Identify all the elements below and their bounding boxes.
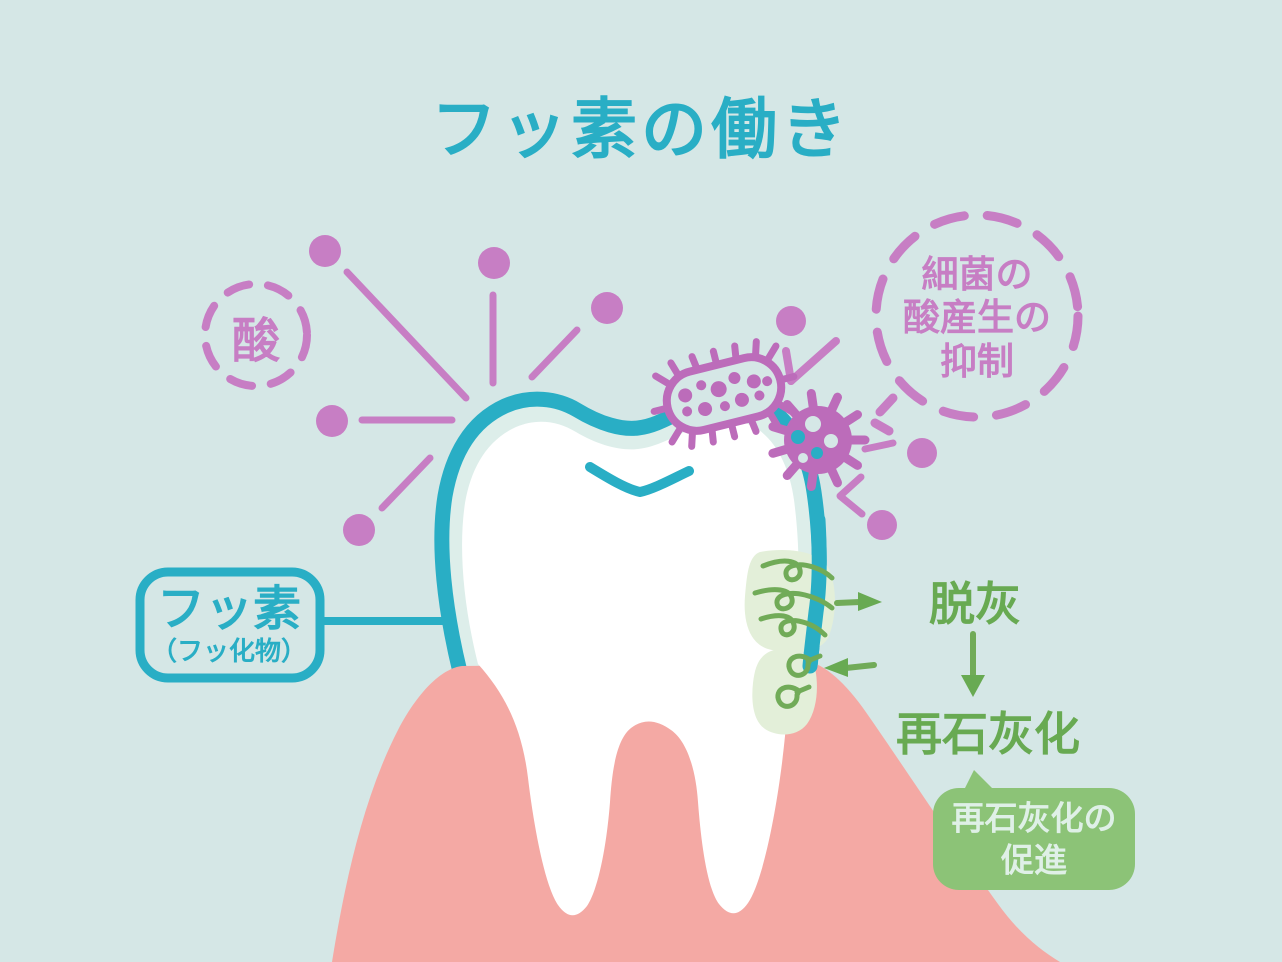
bubble-line-3: 抑制	[940, 339, 1014, 383]
demineralization-arrow-icon	[834, 592, 882, 611]
acid-burst-icon	[343, 268, 581, 512]
fluoride-label: フッ素 （フッ化物）	[151, 585, 307, 665]
rod-bacterium-icon	[650, 338, 798, 450]
bubble-line-1: 細菌の	[921, 253, 1033, 297]
remineralization-label: 再石灰化	[896, 707, 1080, 761]
tooth-outline-overlay	[802, 512, 827, 674]
acid-dots	[309, 235, 937, 546]
round-bacterium-icon	[768, 389, 870, 491]
page-title: フッ素の働き	[431, 91, 851, 168]
bubble-line-2: 酸産生の	[903, 296, 1051, 340]
mineral-squiggles	[752, 558, 835, 709]
remineralization-arrow-icon	[824, 658, 877, 677]
fluoride-box-border	[135, 567, 325, 683]
promotion-line-2: 促進	[1001, 840, 1067, 879]
gum-icon	[332, 662, 1060, 962]
tooth-fissure-line	[585, 462, 694, 497]
bubble-dashed-circle-icon	[870, 210, 1083, 436]
promotion-line-1: 再石灰化の	[951, 798, 1117, 838]
promotion-label: 再石灰化の 促進	[952, 797, 1117, 880]
bacteria-bubble-label: 細菌の 酸産生の 抑制	[903, 253, 1051, 383]
acid-label: 酸	[231, 313, 281, 369]
bacteria-specks	[836, 439, 897, 518]
tooth-icon	[462, 420, 799, 916]
fluoride-sub-label: （フッ化物）	[150, 637, 308, 667]
demineralization-label: 脱灰	[929, 577, 1021, 631]
promotion-bubble-icon	[933, 770, 1135, 890]
down-arrow-icon	[961, 631, 985, 697]
acid-dashed-circle-icon	[201, 280, 311, 390]
fluoride-main-label: フッ素	[156, 581, 302, 637]
